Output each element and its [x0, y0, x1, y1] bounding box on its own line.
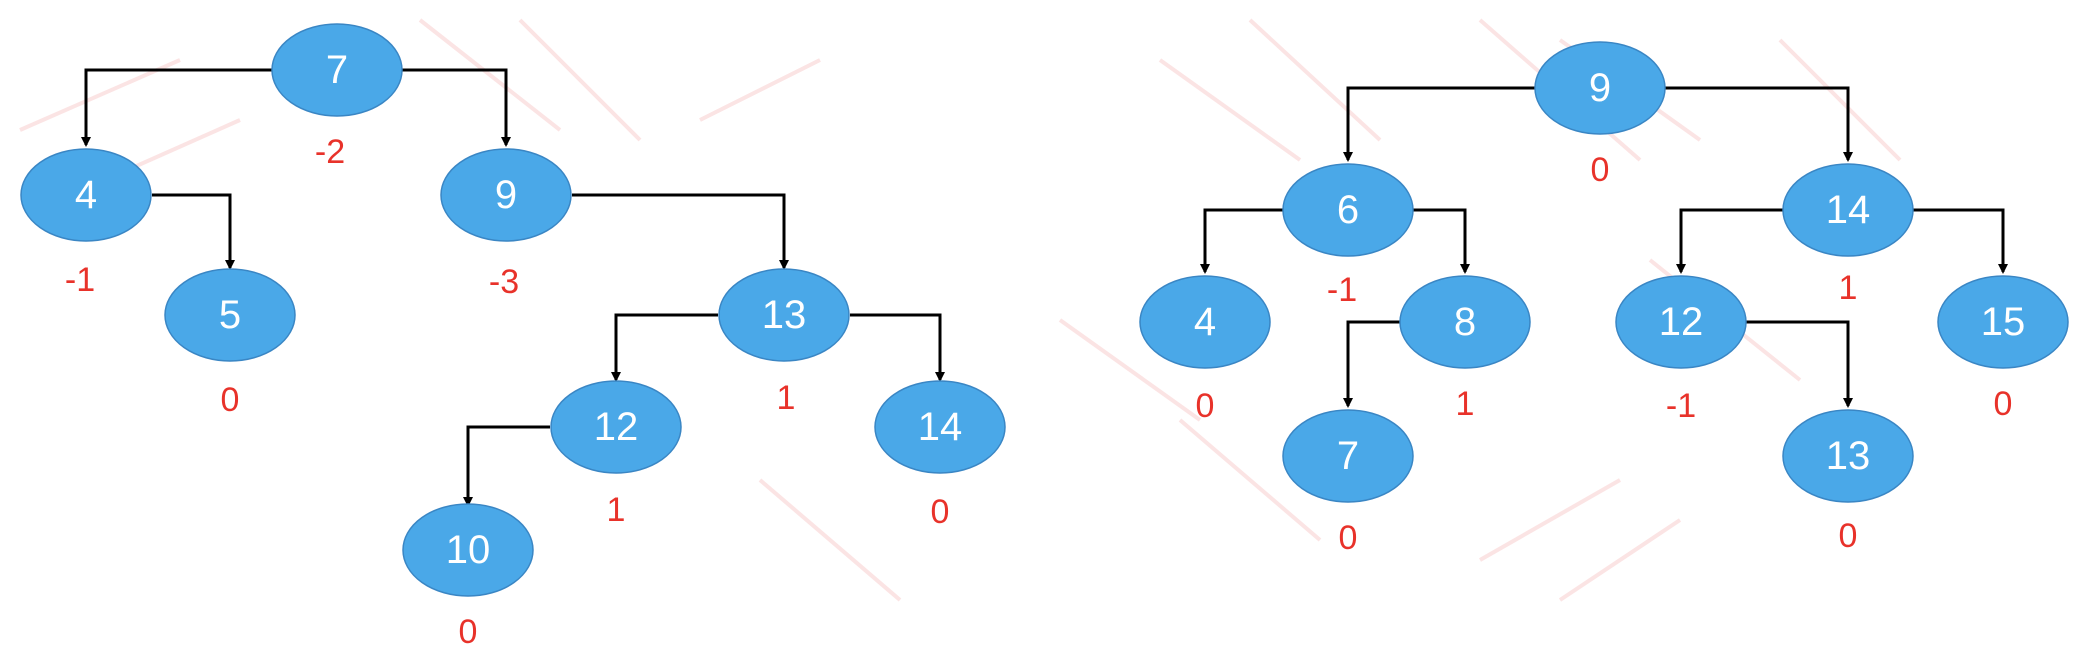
balance-factor-5: 0: [221, 381, 240, 419]
edge-8-to-7: [1343, 320, 1400, 408]
tree-node-5: 5: [164, 268, 296, 362]
tree-node-14: 14: [874, 380, 1006, 474]
tree-node-13: 13: [718, 268, 850, 362]
tree-node-14: 14: [1782, 163, 1914, 257]
tree-node-13: 13: [1782, 409, 1914, 503]
balance-factor-15: 0: [1994, 385, 2013, 423]
balance-factor-12: 1: [607, 491, 626, 529]
balance-factor-6: -1: [1327, 271, 1357, 309]
node-value: 12: [1659, 300, 1704, 344]
node-value: 4: [1194, 300, 1216, 344]
edge-14-to-15: [1913, 208, 2008, 274]
balance-factor-8: 1: [1456, 385, 1475, 423]
node-value: 15: [1981, 300, 2026, 344]
tree-node-9: 9: [1534, 41, 1666, 135]
node-value: 8: [1454, 300, 1476, 344]
edge-14-to-12: [1676, 208, 1783, 274]
node-value: 4: [75, 173, 97, 217]
edge-13-to-14: [850, 313, 945, 382]
tree-node-12: 12: [550, 380, 682, 474]
edge-6-to-8: [1413, 208, 1470, 274]
tree-node-12: 12: [1615, 275, 1747, 369]
edge-9-to-14: [1665, 86, 1853, 162]
edge-9-to-6: [1343, 86, 1535, 162]
node-value: 9: [495, 173, 517, 217]
tree-node-4: 4: [20, 148, 152, 242]
tree-node-8: 8: [1399, 275, 1531, 369]
balance-factor-14: 0: [931, 493, 950, 531]
node-value: 5: [219, 293, 241, 337]
node-value: 7: [326, 48, 348, 92]
edge-9-to-13: [572, 193, 789, 270]
tree-node-6: 6: [1282, 163, 1414, 257]
node-value: 6: [1337, 188, 1359, 232]
node-value: 12: [594, 405, 639, 449]
node-value: 10: [446, 528, 491, 572]
edge-4-to-5: [152, 193, 235, 270]
node-value: 7: [1337, 434, 1359, 478]
edge-7-to-4: [81, 68, 272, 147]
balance-factor-7: -2: [315, 133, 345, 171]
right-tree: 9 6 14 4 8 7 12 15: [1139, 41, 2069, 557]
edge-7-to-9: [402, 68, 511, 147]
balance-factor-4: 0: [1196, 387, 1215, 425]
tree-node-15: 15: [1937, 275, 2069, 369]
balance-factor-9: -3: [489, 263, 519, 301]
tree-node-7: 7: [1282, 409, 1414, 503]
left-tree: 7 4 9 5 13 12 14 10 -2: [20, 23, 1006, 651]
tree-node-10: 10: [402, 503, 534, 597]
node-value: 14: [1826, 188, 1871, 232]
balance-factor-13: 1: [777, 379, 796, 417]
balance-factor-7: 0: [1339, 519, 1358, 557]
edge-12-to-10: [463, 425, 550, 507]
balance-factor-4: -1: [65, 261, 95, 299]
node-value: 9: [1589, 66, 1611, 110]
tree-node-7: 7: [271, 23, 403, 117]
node-value: 13: [1826, 434, 1871, 478]
balance-factor-12: -1: [1666, 387, 1696, 425]
balance-factor-10: 0: [459, 613, 478, 651]
balance-factor-14: 1: [1839, 269, 1858, 307]
balance-factor-13: 0: [1839, 517, 1858, 555]
tree-node-9: 9: [440, 148, 572, 242]
node-value: 13: [762, 293, 807, 337]
edge-13-to-12: [611, 313, 718, 382]
edge-12-to-13: [1746, 320, 1853, 408]
edge-6-to-4: [1200, 208, 1283, 274]
balance-factor-9: 0: [1591, 151, 1610, 189]
tree-node-4: 4: [1139, 275, 1271, 369]
node-value: 14: [918, 405, 963, 449]
